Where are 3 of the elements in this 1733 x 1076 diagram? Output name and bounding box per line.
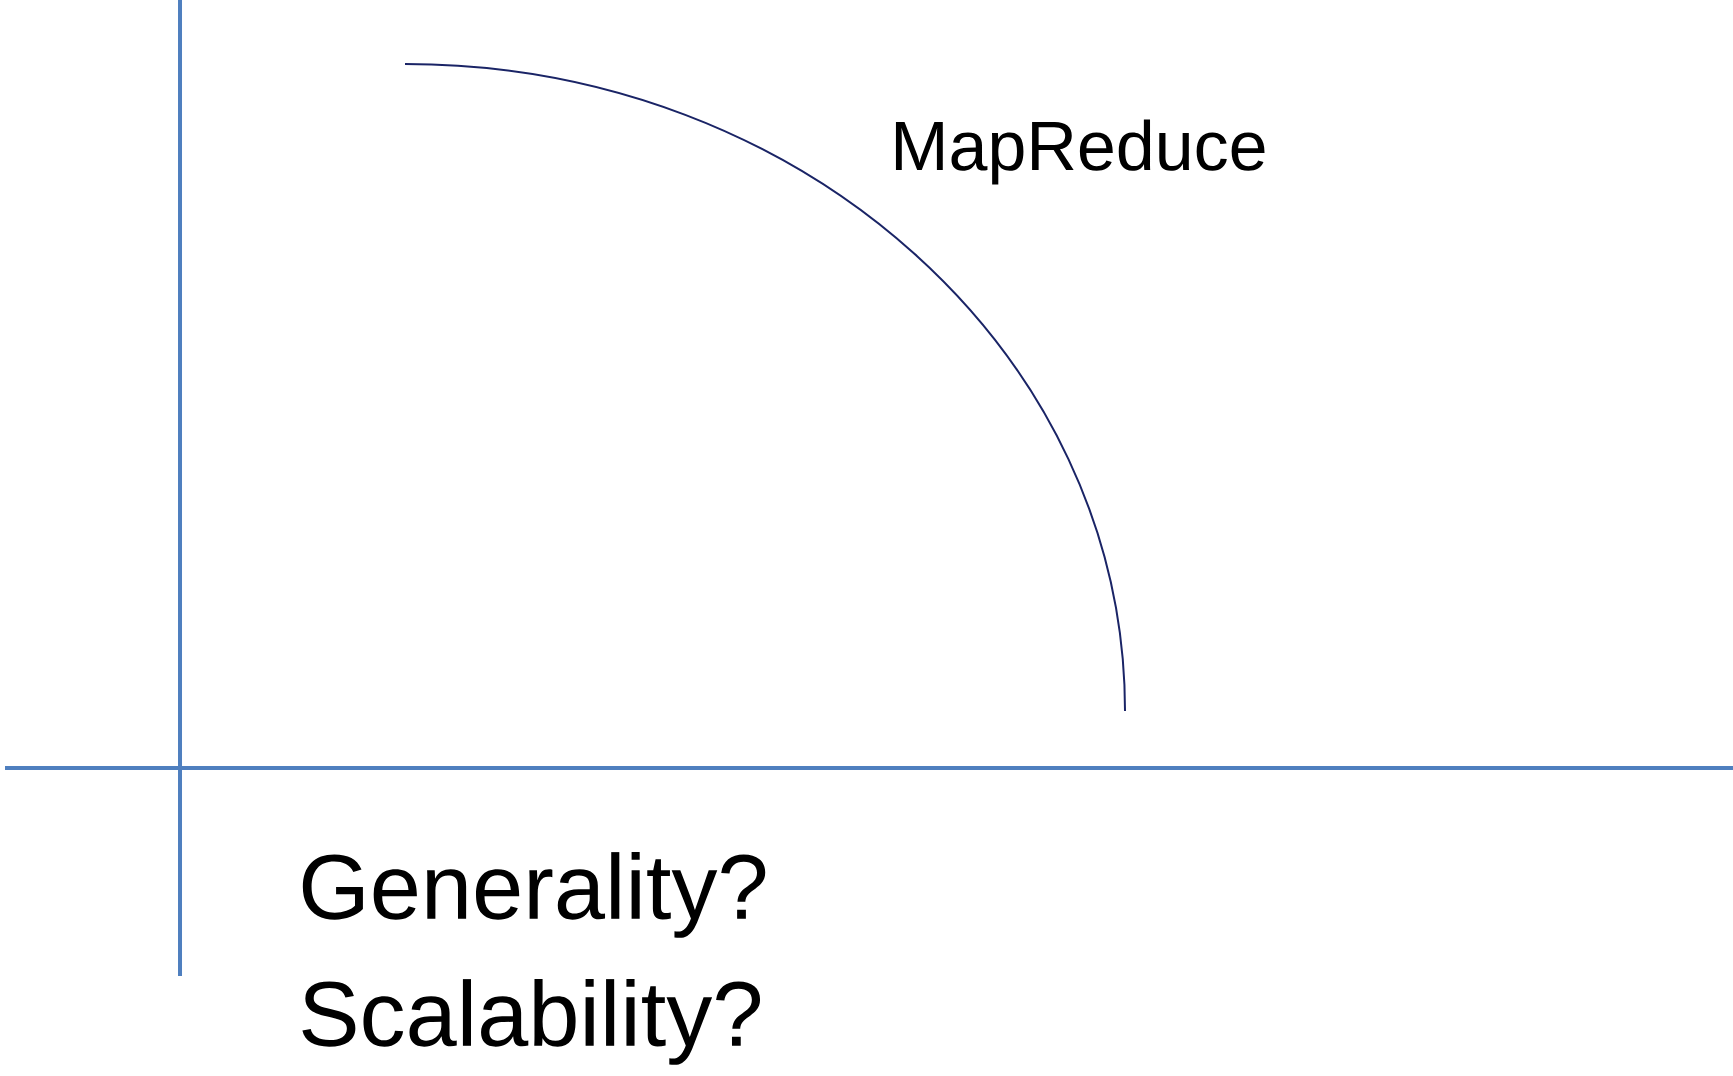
text-label: Generality? xyxy=(302,852,766,938)
text-label: MapReduce xyxy=(895,119,1265,185)
text-label: Scalability? xyxy=(302,979,761,1065)
